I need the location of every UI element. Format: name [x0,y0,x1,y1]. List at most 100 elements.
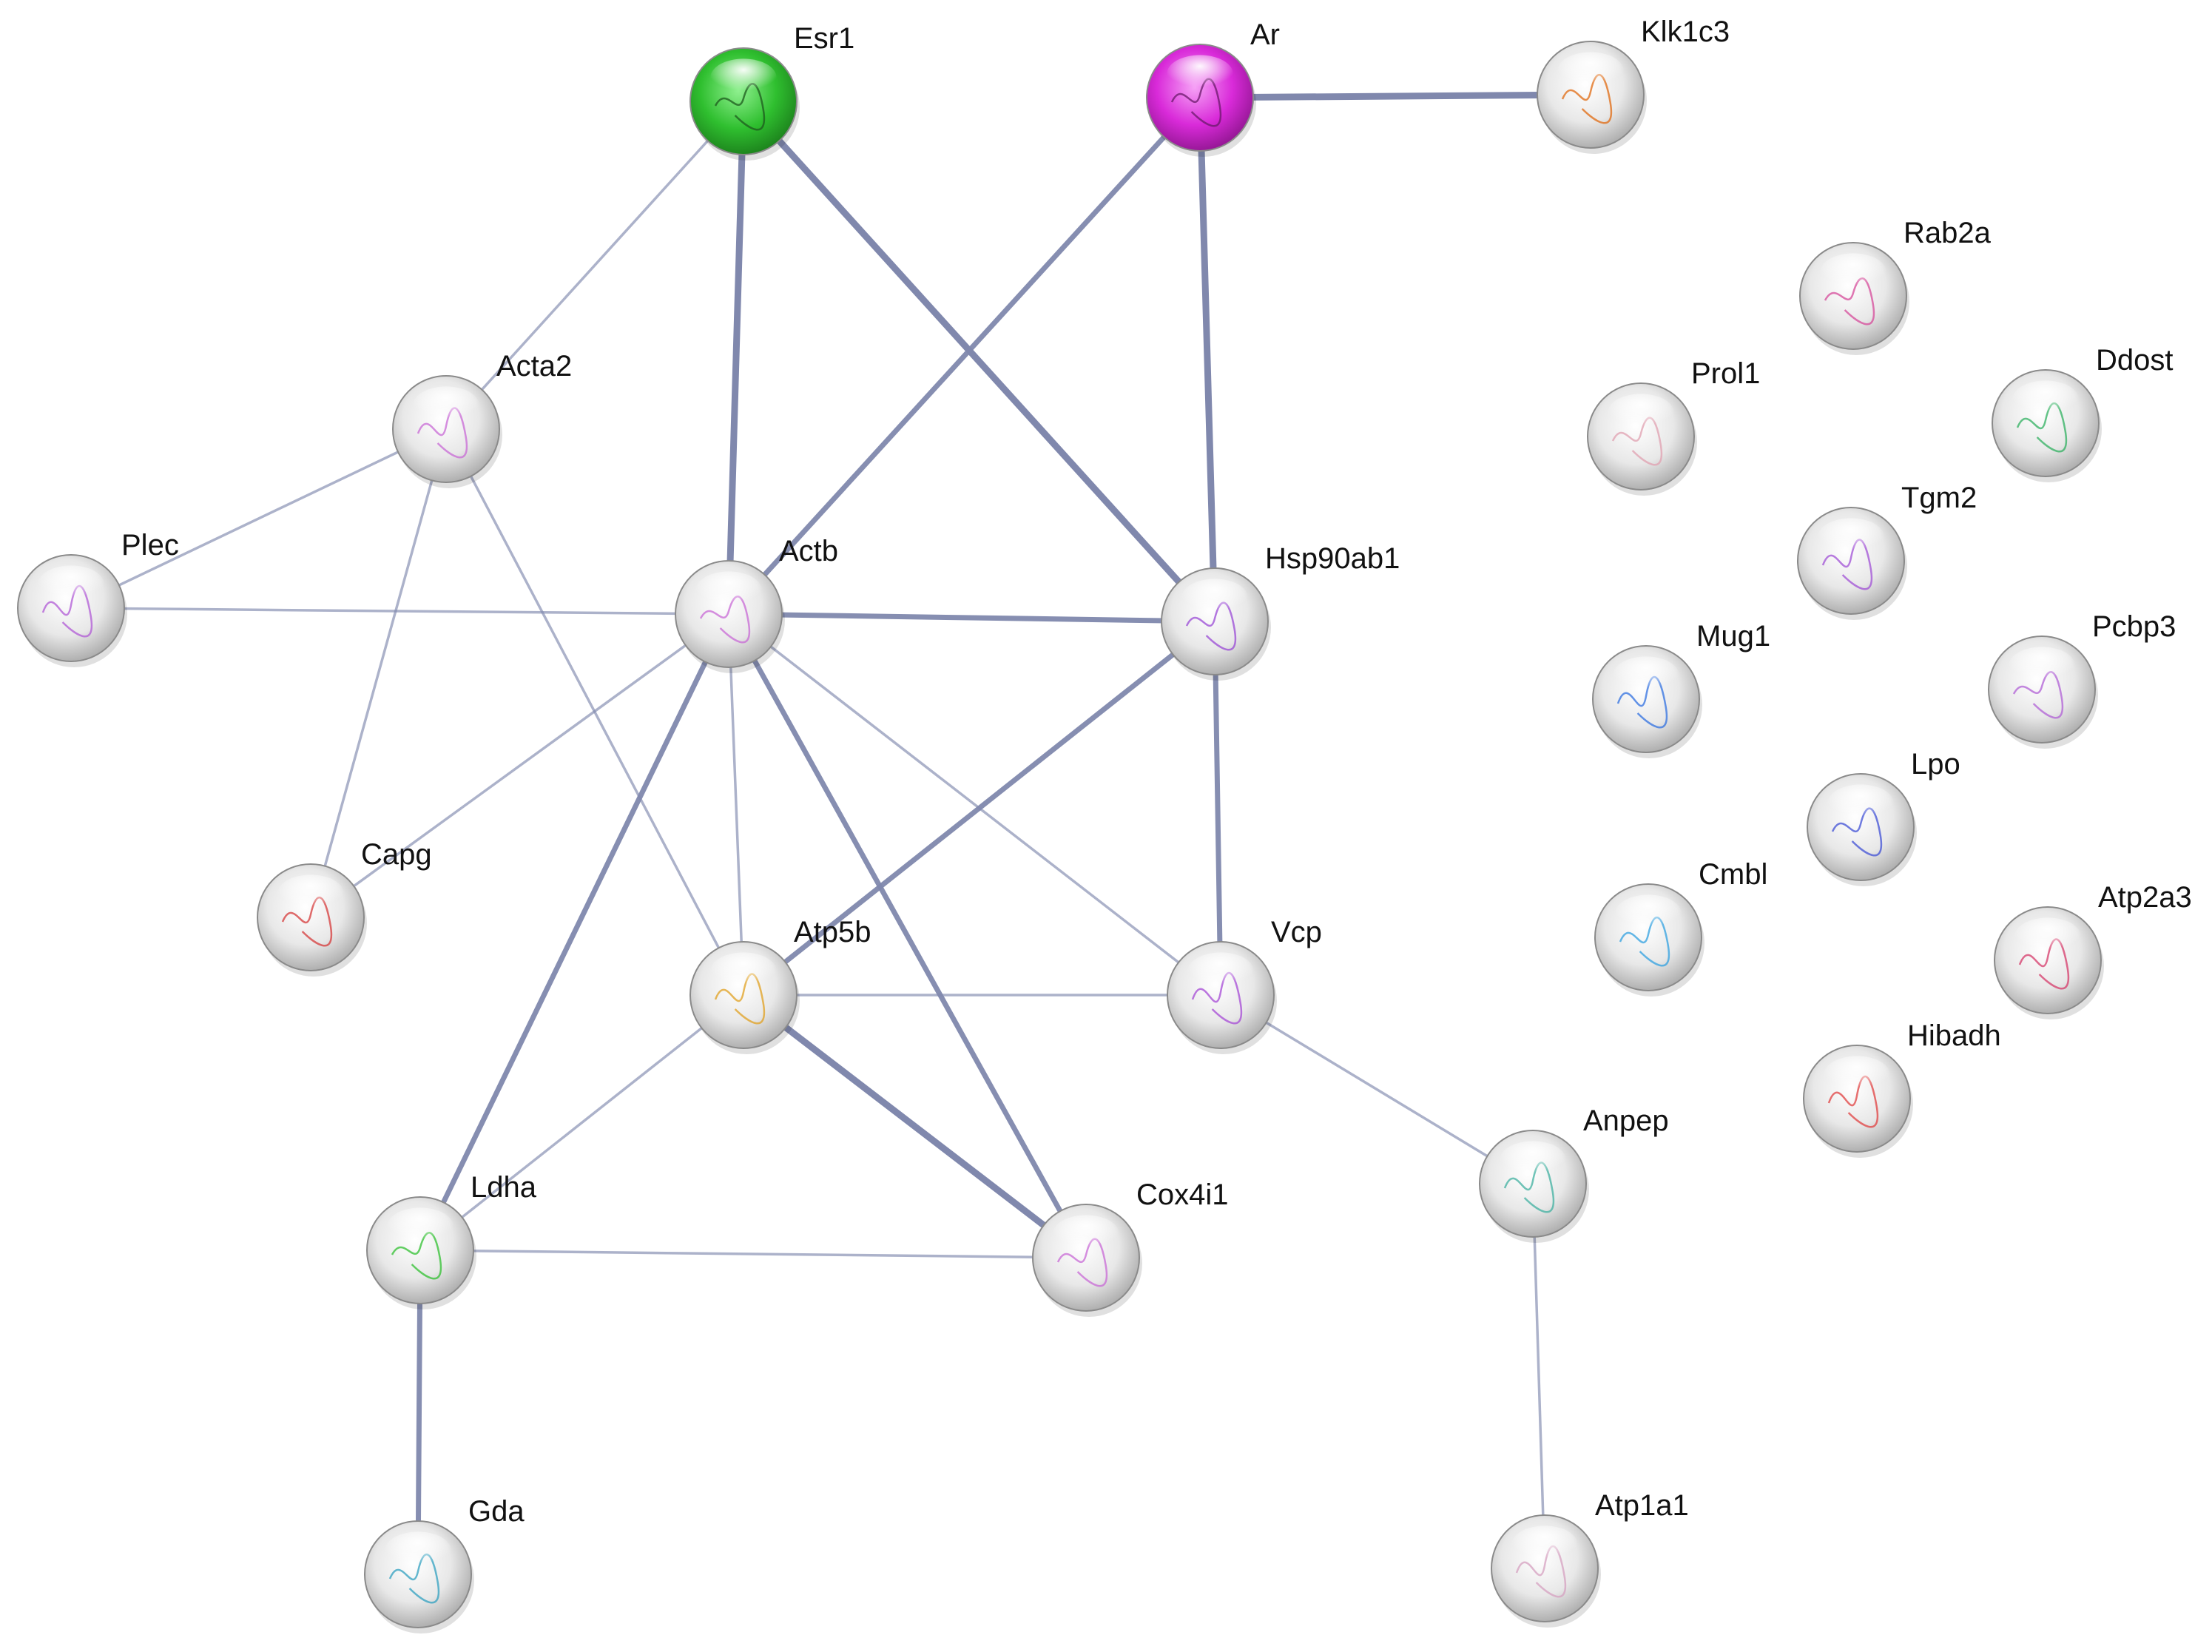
node-label: Mug1 [1696,620,1770,653]
edge-actb-hsp90ab1 [726,611,1218,624]
edge-atp5b-ldha [419,994,745,1252]
node-label: Esr1 [794,22,854,55]
node-ldha[interactable]: Ldha [366,1171,537,1309]
node-highlight [385,1531,451,1569]
node-highlight [2009,647,2075,684]
node-esr1[interactable]: Esr1 [689,22,854,161]
edge-actb-cox4i1 [726,611,1089,1261]
node-hsp90ab1[interactable]: Hsp90ab1 [1161,542,1400,681]
node-label: Klk1c3 [1641,16,1730,48]
node-label: Rab2a [1904,217,1992,249]
node-highlight [2012,380,2079,418]
edge-ldha-gda [415,1247,423,1577]
node-highlight [1511,1525,1578,1563]
node-label: Prol1 [1691,357,1760,390]
node-label: Hibadh [1907,1019,2001,1052]
node-highlight [1824,1056,1890,1093]
node-highlight [710,952,777,990]
node-ddost[interactable]: Ddost [1992,344,2174,482]
node-highlight [695,571,762,609]
node-highlight [38,565,104,603]
edge-vcp-anpep [1219,994,1534,1185]
node-label: Anpep [1583,1105,1669,1137]
node-highlight [1557,52,1624,90]
node-gda[interactable]: Gda [364,1495,525,1634]
node-highlight [1818,518,1884,556]
edge-ar-klk1c3 [1196,91,1594,101]
node-rab2a[interactable]: Rab2a [1799,217,1992,355]
node-acta2[interactable]: Acta2 [392,350,572,488]
node-mug1[interactable]: Mug1 [1592,620,1770,758]
node-label: Acta2 [496,350,572,382]
node-label: Ddost [2096,344,2174,377]
edge-actb-vcp [727,613,1222,997]
edge-anpep-atp1a1 [1531,1182,1546,1570]
node-label: Tgm2 [1901,482,1977,514]
node-actb[interactable]: Actb [675,535,838,673]
edge-actb-atp5b [727,613,745,997]
node-highlight [2014,917,2081,955]
edge-hsp90ab1-atp5b [741,618,1218,998]
node-highlight [277,874,344,912]
node-label: Atp1a1 [1595,1489,1689,1522]
node-highlight [413,386,479,424]
edge-hsp90ab1-vcp [1212,618,1224,998]
node-vcp[interactable]: Vcp [1167,916,1322,1054]
edge-acta2-capg [309,428,448,919]
node-capg[interactable]: Capg [257,838,432,977]
node-label: Lpo [1911,748,1960,781]
node-label: Atp2a3 [2098,881,2192,914]
node-highlight [1820,253,1886,291]
edge-actb-capg [309,613,730,919]
node-highlight [387,1207,453,1245]
node-atp2a3[interactable]: Atp2a3 [1994,881,2192,1019]
node-hibadh[interactable]: Hibadh [1803,1019,2001,1158]
node-atp1a1[interactable]: Atp1a1 [1491,1489,1689,1628]
node-highlight [1053,1215,1119,1253]
node-label: Capg [361,838,432,871]
node-highlight [1608,394,1674,431]
node-prol1[interactable]: Prol1 [1587,357,1760,496]
node-label: Gda [468,1495,525,1528]
node-label: Ar [1250,18,1280,51]
edge-ldha-cox4i1 [419,1249,1088,1259]
node-atp5b[interactable]: Atp5b [689,916,871,1054]
node-label: Atp5b [794,916,871,948]
node-label: Cox4i1 [1136,1179,1229,1211]
edge-ar-hsp90ab1 [1196,94,1218,625]
node-label: Hsp90ab1 [1265,542,1400,575]
edge-ar-actb [726,95,1203,617]
node-klk1c3[interactable]: Klk1c3 [1537,16,1730,154]
node-cox4i1[interactable]: Cox4i1 [1032,1179,1229,1317]
node-ar[interactable]: Ar [1146,18,1280,157]
edge-esr1-acta2 [445,100,745,431]
node-plec[interactable]: Plec [17,529,179,667]
node-label: Actb [779,535,838,567]
node-label: Pcbp3 [2092,610,2176,643]
edge-plec-actb [70,607,730,616]
node-highlight [1187,952,1254,990]
edges-layer [70,91,1594,1577]
node-highlight [1500,1141,1566,1179]
edge-atp5b-cox4i1 [740,991,1090,1261]
node-label: Vcp [1271,916,1322,948]
node-highlight [1613,656,1679,694]
node-pcbp3[interactable]: Pcbp3 [1988,610,2176,749]
node-highlight [1615,894,1682,932]
node-lpo[interactable]: Lpo [1807,748,1960,886]
node-highlight [1167,55,1233,92]
node-tgm2[interactable]: Tgm2 [1797,482,1977,620]
node-cmbl[interactable]: Cmbl [1594,858,1767,997]
edge-actb-ldha [417,611,732,1253]
node-anpep[interactable]: Anpep [1479,1105,1669,1243]
edge-acta2-plec [70,428,448,610]
node-label: Ldha [471,1171,537,1204]
node-highlight [1181,579,1248,616]
node-highlight [1827,784,1894,822]
edge-esr1-actb [725,98,747,618]
node-label: Cmbl [1699,858,1767,891]
edge-esr1-hsp90ab1 [740,98,1218,625]
node-label: Plec [121,529,179,562]
